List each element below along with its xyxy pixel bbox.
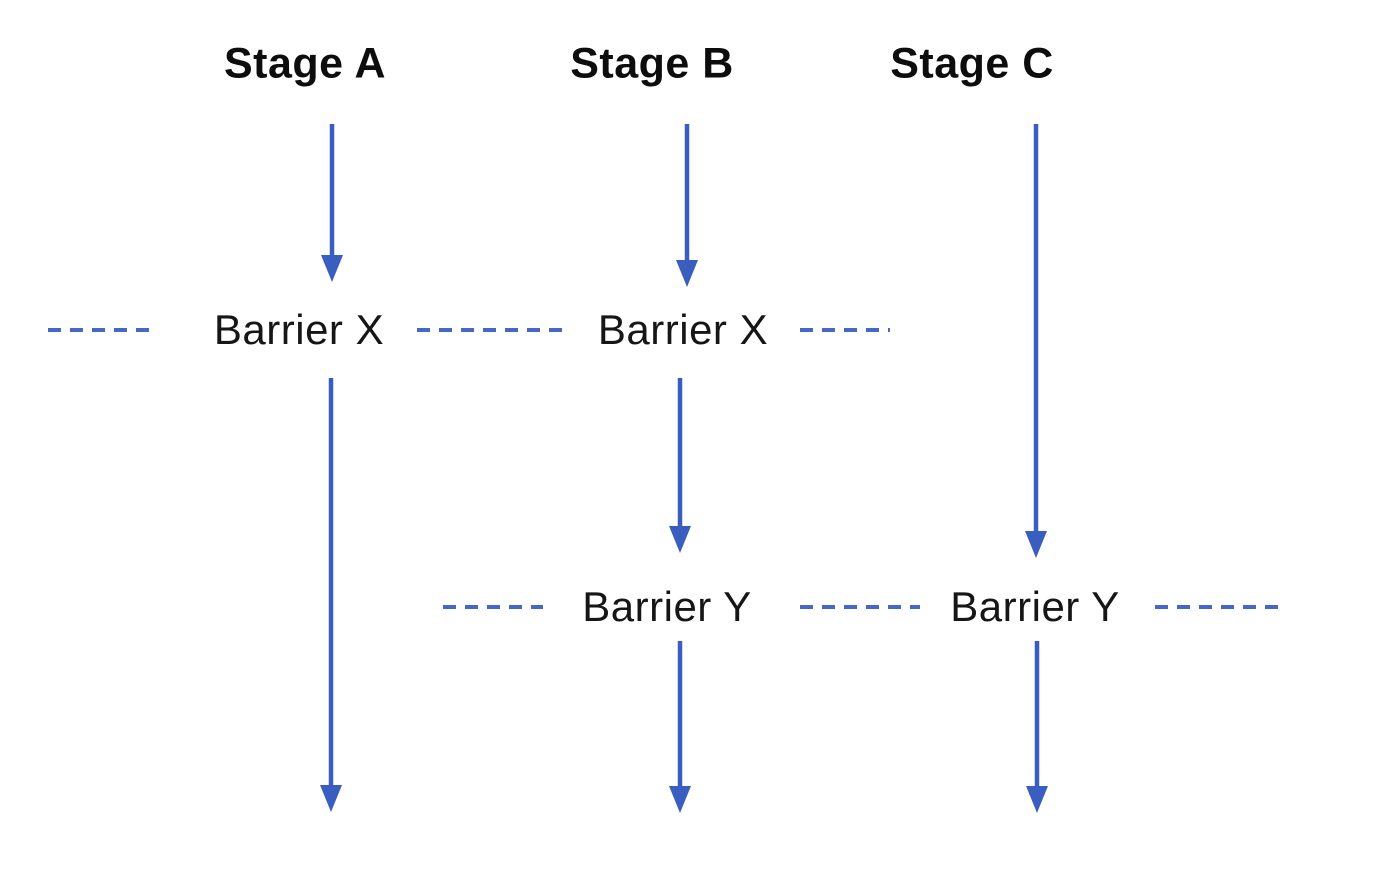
stage-b-label: Stage B bbox=[570, 39, 734, 88]
stage-b-arrow-top bbox=[676, 124, 698, 287]
stage-c-arrow-top-head bbox=[1025, 531, 1047, 558]
stage-b-arrow-middle bbox=[669, 378, 691, 553]
stage-a-arrow-top-head bbox=[321, 255, 343, 282]
stage-c-arrow-top bbox=[1025, 124, 1047, 558]
barrier-x-label-stage-b: Barrier X bbox=[597, 306, 769, 353]
barrier-y-label-stage-c: Barrier Y bbox=[950, 583, 1120, 630]
stage-c-label: Stage C bbox=[890, 39, 1054, 88]
stage-a-arrow-top bbox=[321, 124, 343, 282]
barrier-y-label-stage-b: Barrier Y bbox=[582, 583, 752, 630]
stage-c-arrow-bottom-head bbox=[1026, 786, 1048, 813]
stage-b-arrow-bottom-head bbox=[669, 786, 691, 813]
stage-b-arrow-bottom bbox=[669, 641, 691, 813]
stage-a-arrow-bottom bbox=[320, 378, 342, 812]
stage-b-arrow-middle-head bbox=[669, 526, 691, 553]
stage-a-arrow-bottom-head bbox=[320, 785, 342, 812]
stage-a-label: Stage A bbox=[224, 39, 386, 88]
barrier-x-label-stage-a: Barrier X bbox=[213, 306, 385, 353]
stage-c-arrow-bottom bbox=[1026, 641, 1048, 813]
stage-b-arrow-top-head bbox=[676, 260, 698, 287]
